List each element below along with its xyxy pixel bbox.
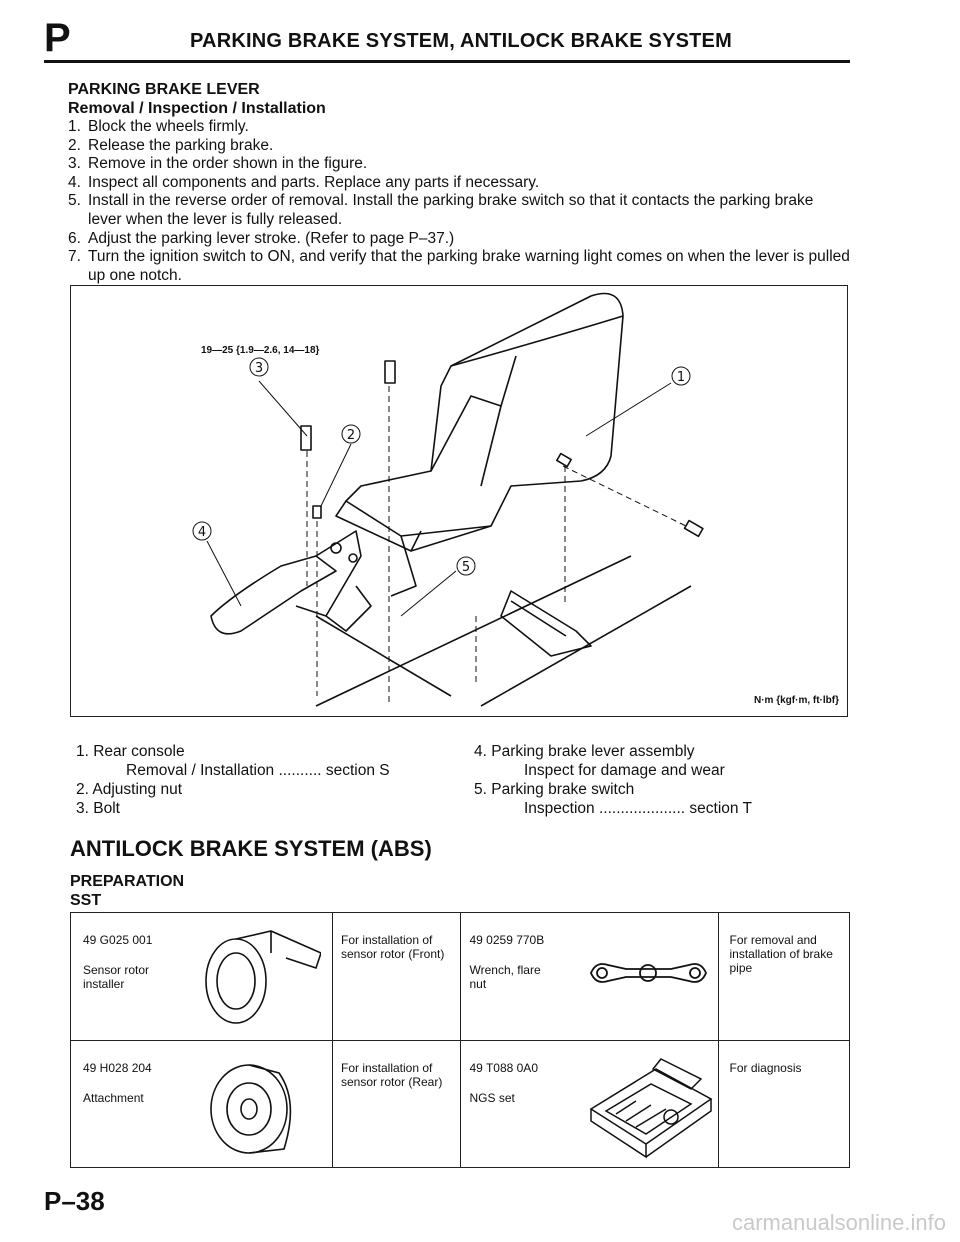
preparation-heading: PREPARATION [70, 873, 185, 890]
sst-table: 49 G025 001 Sensor rotor installer For i… [70, 912, 850, 1168]
flare-nut-wrench-illustration [590, 963, 708, 983]
procedure-step: 1.Block the wheels firmly. [68, 118, 249, 135]
legend-item: 5. Parking brake switch [474, 781, 635, 798]
ngs-set-case-illustration [590, 1057, 713, 1158]
legend-left: 1. Rear console Removal / Installation .… [76, 742, 390, 818]
tool-cell: 49 0259 770B Wrench, flare nut [460, 912, 720, 1041]
legend-item: 4. Parking brake lever assembly [474, 743, 695, 760]
rear-console-exploded-drawing: 3 2 4 5 1 [192, 292, 704, 707]
tool-name: NGS set [469, 1090, 515, 1105]
header-divider [44, 60, 850, 63]
purpose-cell: For removal and installation of brake pi… [718, 912, 850, 1041]
tool-name: Sensor rotor installer [83, 963, 150, 991]
callout-5: 5 [462, 560, 470, 575]
tool-purpose: For diagnosis [729, 1060, 802, 1075]
tool-purpose: For installation of sensor rotor (Rear) [340, 1060, 443, 1089]
callout-2: 2 [347, 428, 355, 443]
legend-item: 2. Adjusting nut [76, 781, 182, 798]
torque-units-label: N·m {kgf·m, ft·lbf} [754, 695, 839, 706]
sensor-rotor-installer-illustration [205, 930, 321, 1024]
procedure-step: 2.Release the parking brake. [68, 136, 274, 154]
procedure-step: 5.Install in the reverse order of remova… [68, 192, 814, 228]
procedure-step: 3.Remove in the order shown in the figur… [68, 155, 368, 173]
purpose-cell: For installation of sensor rotor (Front) [331, 912, 462, 1041]
callout-4: 4 [198, 525, 206, 540]
tool-number: 49 G025 001 [83, 933, 153, 947]
section-letter: P [44, 16, 71, 60]
tool-number: 49 0259 770B [469, 933, 545, 947]
abs-section-title: ANTILOCK BRAKE SYSTEM (ABS) [70, 836, 432, 861]
legend-item: 1. Rear console [76, 743, 185, 760]
legend-item-detail: Inspection .................... section … [524, 800, 753, 817]
page-number: P–38 [44, 1186, 105, 1216]
tool-purpose: For removal and installation of brake pi… [729, 933, 833, 975]
table-row: 49 G025 001 Sensor rotor installer For i… [70, 912, 850, 1041]
callout-1: 1 [677, 370, 685, 385]
tool-name: Wrench, flare nut [469, 963, 541, 991]
legend-right: 4. Parking brake lever assembly Inspect … [474, 742, 752, 818]
procedure-step: 7.Turn the ignition switch to ON, and ve… [68, 248, 850, 284]
exploded-view-figure: 3 2 4 5 1 19—25 {1.9—2.6, 14—18} N·m {kg… [70, 285, 848, 717]
tool-cell: 49 G025 001 Sensor rotor installer [70, 912, 333, 1041]
callout-3: 3 [255, 361, 263, 376]
parking-lever-subheading: Removal / Inspection / Installation [68, 100, 326, 117]
tool-number: 49 H028 204 [83, 1060, 152, 1075]
purpose-cell: For installation of sensor rotor (Rear) [331, 1039, 462, 1168]
legend-item: 3. Bolt [76, 800, 120, 817]
table-row: 49 H028 204 Attachment For installation … [70, 1039, 850, 1168]
tool-cell: 49 T088 0A0 NGS set [460, 1039, 720, 1168]
legend-item-detail: Removal / Installation .......... sectio… [126, 762, 390, 779]
tool-purpose: For installation of sensor rotor (Front) [340, 933, 445, 961]
procedure-step: 6.Adjust the parking lever stroke. (Refe… [68, 229, 455, 247]
parking-lever-heading: PARKING BRAKE LEVER [68, 81, 260, 98]
sst-heading: SST [70, 892, 102, 909]
tool-name: Attachment [83, 1090, 144, 1105]
tool-cell: 49 H028 204 Attachment [70, 1039, 333, 1168]
tool-number: 49 T088 0A0 [469, 1060, 538, 1075]
watermark: carmanualsonline.info [731, 1210, 946, 1235]
procedure-step: 4.Inspect all components and parts. Repl… [68, 173, 540, 191]
procedure-steps: 1.Block the wheels firmly. 2.Release the… [68, 118, 850, 285]
purpose-cell: For diagnosis [718, 1039, 850, 1168]
torque-spec-label: 19—25 {1.9—2.6, 14—18} [201, 345, 320, 356]
legend-item-detail: Inspect for damage and wear [524, 762, 725, 779]
page-header-title: PARKING BRAKE SYSTEM, ANTILOCK BRAKE SYS… [190, 30, 732, 52]
attachment-illustration [210, 1063, 292, 1154]
